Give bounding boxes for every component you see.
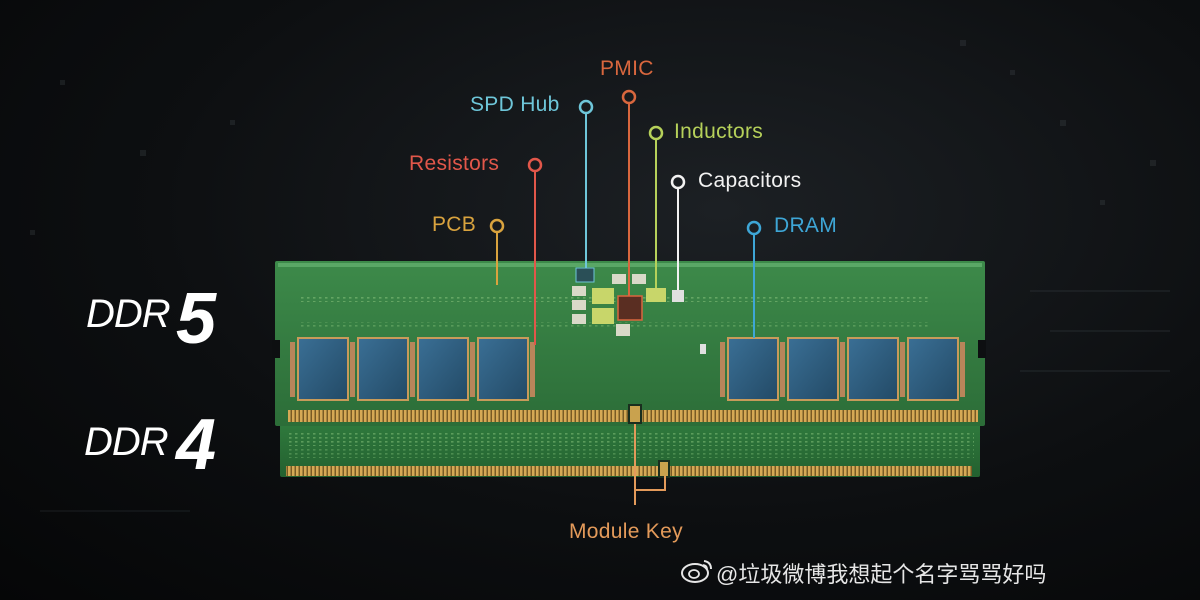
callout-markers	[489, 89, 762, 236]
dram-chip	[727, 337, 779, 401]
ddr4-label-number: 4	[176, 405, 217, 485]
dram-chip	[297, 337, 349, 401]
ddr5-label-number: 5	[176, 279, 217, 359]
inductors-marker	[648, 125, 664, 141]
pmic-marker	[621, 89, 637, 105]
resistors-label: Resistors	[409, 152, 500, 175]
module-key-label: Module Key	[569, 520, 683, 543]
dram-chip	[477, 337, 529, 401]
callout-lines	[496, 104, 755, 505]
capacitors-label: Capacitors	[698, 169, 802, 192]
dram-label: DRAM	[774, 214, 838, 237]
ddr4-label-text: DDR	[84, 420, 169, 464]
spd-hub-chip	[575, 267, 595, 283]
pmic-chip	[617, 295, 643, 321]
spd-hub-label: SPD Hub	[470, 93, 560, 116]
pcb-label: PCB	[432, 213, 477, 236]
dram-chip	[907, 337, 959, 401]
dram-chip	[787, 337, 839, 401]
resistors-marker	[527, 157, 543, 173]
pcb-marker	[489, 218, 505, 234]
dram-chip	[357, 337, 409, 401]
power-components	[572, 267, 706, 354]
dram-chip	[417, 337, 469, 401]
dram-marker	[746, 220, 762, 236]
weibo-icon	[681, 560, 712, 583]
dram-chip	[847, 337, 899, 401]
ddr4-module	[280, 423, 980, 478]
ddr5-label-text: DDR	[86, 292, 171, 336]
inductors-label: Inductors	[674, 120, 764, 143]
background-circuitry	[30, 40, 1170, 512]
watermark-text: @垃圾微博我想起个名字骂骂好吗	[716, 562, 1047, 587]
capacitors-marker	[670, 174, 686, 190]
dram-chips	[297, 337, 959, 401]
resistor-arrays	[290, 342, 965, 397]
pmic-label: PMIC	[600, 57, 654, 80]
spd-hub-marker	[578, 99, 594, 115]
